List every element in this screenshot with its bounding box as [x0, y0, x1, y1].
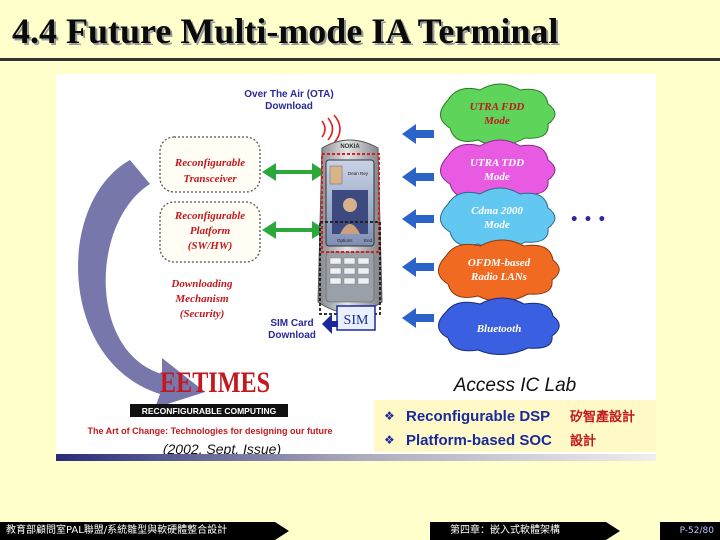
downloading-line2: Mechanism — [174, 293, 229, 305]
downloading-line1: Downloading — [170, 278, 233, 290]
eetimes-banner: RECONFIGURABLE COMPUTING — [142, 406, 277, 416]
transceiver-arrow — [262, 163, 326, 181]
lab-bullet-1: Reconfigurable DSP — [406, 408, 550, 425]
platform-line2: Platform — [190, 225, 231, 237]
signal-waves-icon — [321, 114, 341, 144]
mode-label: Bluetooth — [476, 323, 522, 335]
mode-label: UTRA FDD — [470, 101, 525, 113]
mode-cloud-ofdm: OFDM-based Radio LANs — [438, 239, 560, 302]
phone-brand: NOKIA — [340, 144, 360, 150]
diagram-area: Over The Air (OTA) Download Reconfigurab… — [0, 62, 720, 462]
eetimes-issue: (2002, Sept. Issue) — [163, 441, 281, 457]
title-bar: 4.4 Future Multi-mode IA Terminal — [0, 0, 720, 61]
mode-label: Mode — [483, 115, 510, 127]
eetimes-banner-bg — [130, 404, 288, 417]
mode-label: Cdma 2000 — [471, 205, 523, 217]
bullet-icon: ❖ — [384, 433, 395, 447]
slide-title: 4.4 Future Multi-mode IA Terminal — [12, 11, 559, 51]
architecture-diagram: Over The Air (OTA) Download Reconfigurab… — [56, 74, 656, 461]
footer-chevron-icon — [275, 522, 289, 540]
simcard-label-line1: SIM Card — [270, 318, 313, 329]
mode-cloud-utra-fdd: UTRA FDD Mode — [440, 83, 556, 146]
lab-bullet-2: Platform-based SOC — [406, 432, 552, 449]
mode-label: OFDM-based — [468, 257, 531, 269]
footer-page-number: P-52/80 — [660, 522, 720, 540]
lab-bullet-2-zh: 設計 — [570, 433, 596, 449]
bullet-icon: ❖ — [384, 409, 395, 423]
downloading-line3: (Security) — [180, 308, 225, 320]
mode-cloud-bluetooth: Bluetooth — [438, 297, 560, 355]
mode-label: Mode — [483, 219, 510, 231]
sim-card — [336, 305, 376, 331]
footer: 教育部顧問室PAL聯盟/系統雛型與軟硬體整合設計 第四章：嵌入式軟體架構 P-5… — [0, 522, 720, 540]
mobile-phone: NOKIA Dean Rey Options End SIM — [317, 139, 383, 331]
mode-label: Radio LANs — [470, 271, 527, 283]
ota-label-line2: Download — [265, 101, 313, 112]
curved-arrow — [78, 160, 205, 408]
platform-box — [159, 201, 261, 263]
eetimes-logo: EETIMES — [160, 366, 270, 399]
mode-label: Mode — [483, 171, 510, 183]
platform-line3: (SW/HW) — [188, 240, 233, 252]
sim-label: SIM — [344, 313, 369, 328]
footer-chapter: 第四章：嵌入式軟體架構 — [430, 522, 606, 540]
lab-bullet-1-zh: 矽智產設計 — [570, 409, 635, 425]
mode-label: UTRA TDD — [470, 157, 524, 169]
more-modes-ellipsis: • • • — [570, 212, 607, 228]
lab-box — [374, 400, 656, 452]
eetimes-subtitle: The Art of Change: Technologies for desi… — [88, 426, 333, 436]
transceiver-line2: Transceiver — [183, 173, 237, 185]
figure-bottom-bar — [56, 454, 656, 461]
lab-name: Access IC Lab — [453, 375, 577, 396]
transceiver-line1: Reconfigurable — [174, 157, 245, 169]
softkey-right: End — [364, 238, 373, 243]
transceiver-box — [159, 136, 261, 193]
platform-line1: Reconfigurable — [174, 210, 245, 222]
mode-arrows — [402, 124, 434, 328]
title-divider — [0, 58, 720, 61]
platform-arrow — [262, 221, 326, 239]
caller-name: Dean Rey — [348, 171, 369, 176]
display-highlight — [321, 153, 380, 253]
footer-chevron-icon — [606, 522, 620, 540]
simcard-label-line2: Download — [268, 330, 316, 341]
footer-course: 教育部顧問室PAL聯盟/系統雛型與軟硬體整合設計 — [0, 522, 275, 540]
mode-cloud-cdma2000: Cdma 2000 Mode — [440, 187, 556, 250]
softkey-left: Options — [337, 238, 353, 243]
ota-label-line1: Over The Air (OTA) — [244, 89, 333, 100]
sim-arrow — [322, 314, 338, 334]
mode-cloud-utra-tdd: UTRA TDD Mode — [440, 139, 556, 202]
